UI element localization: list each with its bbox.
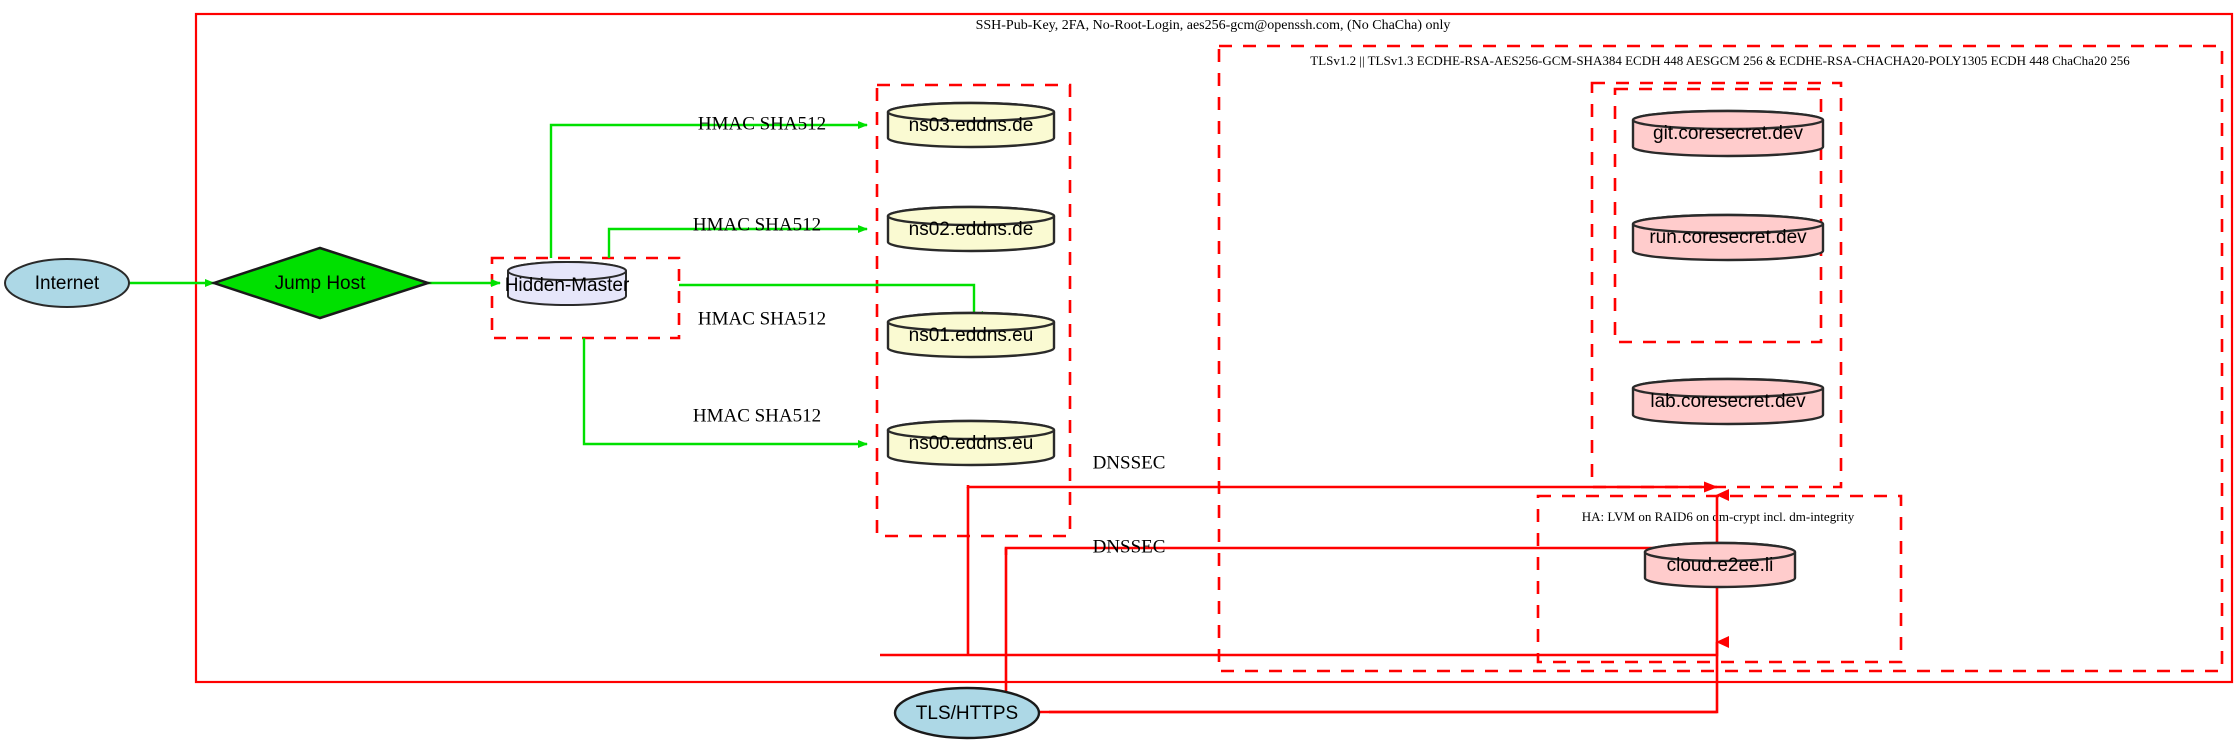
node-lab-coresecret[interactable]: lab.coresecret.dev <box>1631 377 1825 426</box>
node-ns03-label: ns03.eddns.de <box>909 115 1034 136</box>
node-run-coresecret[interactable]: run.coresecret.dev <box>1631 213 1825 262</box>
edge-label-hmac-ns01: HMAC SHA512 <box>698 308 826 329</box>
node-hidden-master-label: Hidden-Master <box>505 275 630 296</box>
edge-tlshttps-to-ha <box>1006 636 1729 714</box>
edge-label-hmac-ns00: HMAC SHA512 <box>693 405 821 426</box>
edge-label-dnssec-lower: DNSSEC <box>1093 536 1166 557</box>
node-internet-label: Internet <box>35 273 100 294</box>
node-hidden-master[interactable]: Hidden-Master <box>505 261 630 306</box>
node-tlshttps[interactable]: TLS/HTTPS <box>893 686 1041 740</box>
edge-hidden-master-to-ns01 <box>679 283 983 321</box>
edge-label-dnssec-upper: DNSSEC <box>1093 452 1166 473</box>
node-tlshttps-label: TLS/HTTPS <box>916 703 1018 724</box>
edge-dnssec-vertical-connectors <box>966 487 1008 712</box>
cluster-outer-ssh <box>194 12 2234 684</box>
node-jumphost[interactable]: Jump Host <box>210 246 433 320</box>
node-cloud-e2ee-label: cloud.e2ee.li <box>1667 555 1774 576</box>
cluster-label-outer-ssh: SSH-Pub-Key, 2FA, No-Root-Login, aes256-… <box>976 18 1451 33</box>
cluster-coresecret-inner <box>1613 87 1823 344</box>
edge-hidden-master-to-ns02 <box>607 225 868 258</box>
node-git-coresecret-label: git.coresecret.dev <box>1653 123 1803 144</box>
node-ns03[interactable]: ns03.eddns.de <box>886 101 1056 149</box>
cluster-hidden-master <box>490 256 681 340</box>
node-jumphost-label: Jump Host <box>275 273 367 294</box>
node-ns01[interactable]: ns01.eddns.eu <box>886 311 1056 359</box>
edge-label-hmac-ns02: HMAC SHA512 <box>693 214 821 235</box>
node-internet[interactable]: Internet <box>4 258 130 308</box>
node-ns02[interactable]: ns02.eddns.de <box>886 205 1056 253</box>
node-run-coresecret-label: run.coresecret.dev <box>1649 227 1807 248</box>
node-lab-coresecret-label: lab.coresecret.dev <box>1650 391 1806 412</box>
cluster-label-tls: TLSv1.2 || TLSv1.3 ECDHE-RSA-AES256-GCM-… <box>1310 53 2130 68</box>
node-ns00[interactable]: ns00.eddns.eu <box>886 419 1056 467</box>
node-ns00-label: ns00.eddns.eu <box>909 433 1034 454</box>
edge-label-hmac-ns03: HMAC SHA512 <box>698 113 826 134</box>
edge-hidden-master-to-ns00 <box>582 338 868 448</box>
node-ns01-label: ns01.eddns.eu <box>909 325 1034 346</box>
edge-dnssec-to-coresecret <box>966 481 1718 493</box>
node-git-coresecret[interactable]: git.coresecret.dev <box>1631 109 1825 158</box>
node-cloud-e2ee[interactable]: cloud.e2ee.li <box>1643 541 1797 589</box>
edge-hidden-master-to-ns03 <box>549 121 868 258</box>
cluster-dns-zone <box>875 83 1072 538</box>
node-ns02-label: ns02.eddns.de <box>909 219 1034 240</box>
